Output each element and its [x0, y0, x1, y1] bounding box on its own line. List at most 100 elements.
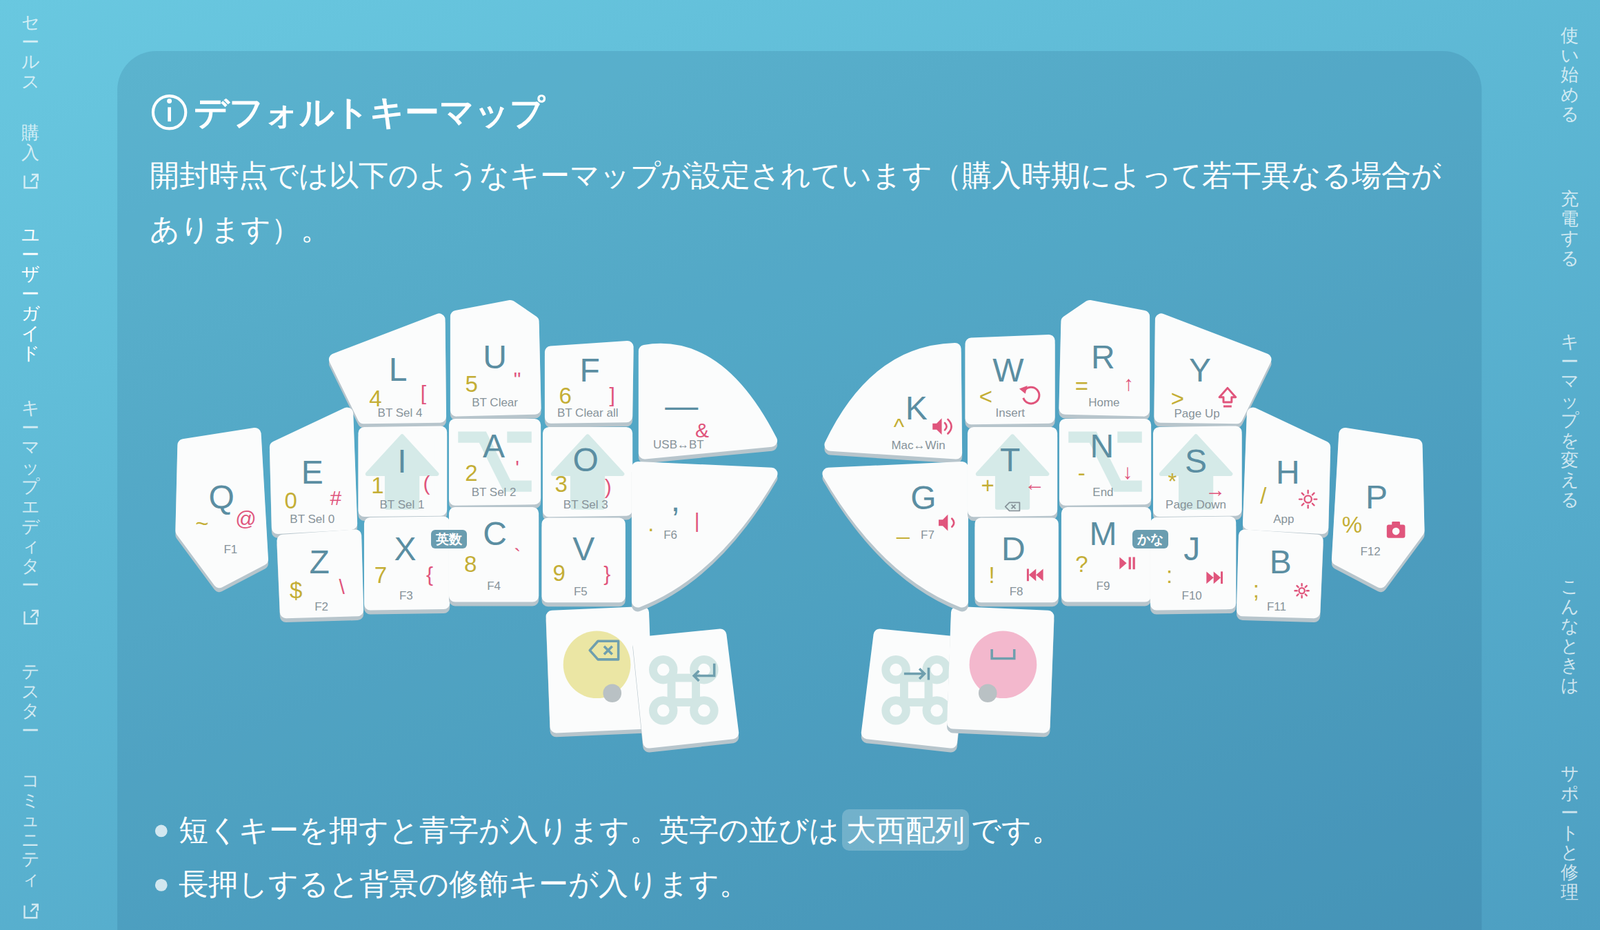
key-shift-symbol: ( [422, 473, 430, 494]
keycap: D! F8 [973, 516, 1060, 605]
keycap: K^Mac↔Win [819, 336, 968, 462]
nav-link: セールス [21, 12, 40, 92]
keycap: E0#BT Sel 0 [265, 404, 360, 535]
key-number-symbol: 8 [464, 551, 477, 575]
key-function-label: BT Sel 0 [289, 512, 335, 525]
key-number-symbol: 9 [553, 561, 566, 585]
key-function-label: F7 [920, 528, 935, 541]
thumb-key-backspace [551, 612, 647, 732]
key-letter: X [393, 532, 416, 566]
key-number-symbol: > [1171, 386, 1185, 410]
key-shift-symbol: [ [420, 382, 427, 404]
info-icon [153, 95, 186, 129]
key-letter: V [572, 532, 595, 566]
nav-link: コミュニティ [21, 770, 40, 889]
key-number-symbol: / [1260, 483, 1267, 507]
keycap: N-↓End [1057, 416, 1154, 507]
key-function-label: F5 [573, 584, 588, 597]
key-shift-symbol: " [513, 368, 522, 390]
highlight-chip: 大西配列 [842, 808, 969, 851]
keycap: W<Insert [964, 334, 1056, 427]
key-number-symbol: : [1166, 563, 1173, 587]
nav-link: ユーザーガイド [21, 224, 40, 363]
bullet-text: です。 [971, 808, 1062, 851]
key-function-label: Mac↔Win [891, 439, 945, 452]
key-letter: S [1184, 444, 1207, 478]
keycap: —&USB↔BT [632, 334, 782, 461]
key-number-symbol: 2 [464, 461, 478, 485]
key-shift-symbol: ← [1024, 473, 1045, 494]
key-shift-symbol: @ [235, 508, 256, 529]
nav-link: サポートと修理 [1560, 763, 1579, 902]
keycap: ,.|F6 [627, 457, 783, 611]
nav-link: キーマップを変える [1560, 331, 1579, 509]
key-shift-symbol: ↑ [1123, 373, 1134, 394]
key-function-label: End [1092, 486, 1114, 498]
key-letter: D [1001, 532, 1026, 566]
key-number-symbol: ~ [195, 511, 209, 534]
keycap: Q~@F1 [168, 423, 273, 596]
key-function-label: BT Clear [471, 395, 518, 408]
key-number-symbol: 3 [555, 472, 568, 496]
key-function-label: F3 [399, 588, 414, 601]
thumb-key-command-enter [638, 634, 733, 746]
key-letter: R [1091, 340, 1116, 374]
key-function-label: F8 [1009, 584, 1024, 597]
keycap: Z$\F2 [271, 526, 366, 623]
key-letter: A [482, 429, 505, 463]
key-letter: N [1090, 429, 1115, 463]
key-function-label: F10 [1181, 588, 1202, 601]
bullet-text: 長押しすると背景の修飾キーが入ります。 [178, 862, 749, 905]
key-shift-symbol: ` [513, 545, 521, 567]
key-function-label: F9 [1096, 580, 1111, 592]
key-shift-symbol: ↓ [1122, 461, 1133, 483]
key-number-symbol: . [647, 511, 654, 534]
key-number-symbol: ? [1075, 551, 1088, 575]
key-function-label: BT Sel 3 [563, 497, 609, 510]
keycap: F6]BT Clear all [540, 338, 638, 429]
key-number-symbol: $ [289, 578, 303, 602]
nav-link: キーマップエディター [21, 397, 40, 596]
key-letter: — [664, 389, 698, 423]
key-function-label: F4 [486, 580, 501, 592]
key-letter: I [397, 444, 407, 478]
key-letter: Z [308, 545, 329, 579]
key-shift-symbol: ] [609, 384, 616, 406]
key-letter: T [1000, 443, 1020, 477]
key-number-symbol: * [1168, 468, 1178, 492]
keycap-shape [817, 457, 973, 611]
key-shift-symbol: \ [338, 576, 345, 598]
key-number-symbol: ; [1253, 577, 1260, 600]
nav-link: こんなときは [1560, 576, 1579, 696]
key-shift-symbol: { [426, 564, 434, 585]
key-function-label: BT Sel 1 [379, 497, 425, 510]
keycap: U5"BT Clear [446, 297, 545, 421]
key-shift-symbol: → [1204, 479, 1226, 500]
keycap: T+← [965, 424, 1060, 521]
key-shift-symbol: ' [515, 457, 520, 478]
keycap: B;F11 [1234, 526, 1329, 623]
key-number-symbol: 0 [284, 488, 297, 512]
key-function-label: Page Down [1165, 497, 1227, 510]
key-letter: K [905, 391, 928, 425]
key-function-label: App [1273, 512, 1294, 525]
key-shift-symbol: ) [604, 476, 612, 498]
key-function-label: USB↔BT [653, 437, 705, 450]
key-letter: F [580, 353, 600, 387]
key-function-label: Insert [995, 406, 1026, 418]
panel-ground [117, 51, 1482, 930]
thumb-key-command-tab [867, 634, 962, 746]
nav-link: 購入 [21, 122, 40, 163]
key-function-label: F6 [663, 528, 678, 541]
key-number-symbol: = [1075, 374, 1089, 398]
key-function-label: F12 [1360, 544, 1380, 557]
keycap: C8`F4 [446, 504, 541, 603]
key-letter: , [671, 483, 680, 517]
key-letter: B [1269, 545, 1292, 579]
keycap: G_F7 [817, 457, 973, 611]
key-number-symbol: ! [988, 563, 996, 587]
keycap: R=↑Home [1055, 297, 1154, 421]
intro-text: 開封時点では以下のようなキーマップが設定されています（購入時期によって若干異なる… [149, 148, 1447, 256]
mode-chip: 英数 [431, 529, 467, 549]
key-shift-symbol: } [603, 563, 611, 585]
